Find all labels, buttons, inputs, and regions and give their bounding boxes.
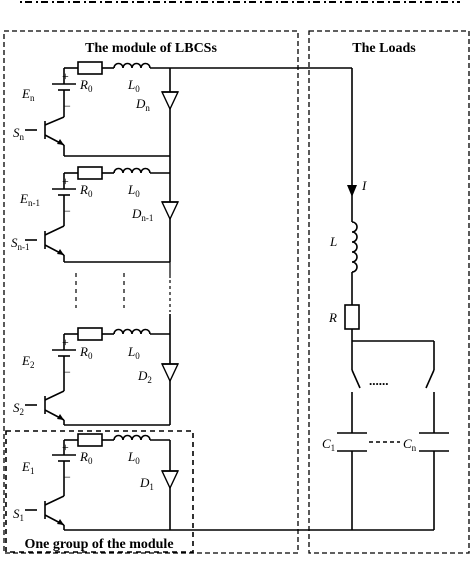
label-d-n-1: Dn-1: [131, 206, 153, 223]
diode-1: [160, 470, 180, 490]
switch-1: [351, 369, 361, 389]
group-n-1: + − En-1 Sn-1 R0 L0 Dn-1: [11, 156, 180, 263]
svg-text:+: +: [62, 440, 69, 454]
label-r0-n-1: R0: [79, 182, 93, 199]
svg-text:−: −: [64, 470, 71, 484]
label-s-2: S2: [13, 400, 24, 417]
module-title: The module of LBCSs: [85, 41, 217, 56]
label-e-1: E1: [21, 459, 34, 476]
switch-n: [425, 369, 435, 389]
svg-text:−: −: [64, 99, 71, 113]
inductor-l0-1: [113, 434, 151, 441]
label-l0-n: L0: [127, 77, 140, 94]
loads-box: [308, 30, 470, 554]
vertical-ellipsis: [75, 262, 171, 334]
svg-text:−: −: [64, 204, 71, 218]
resistor-r0-n: [77, 61, 103, 75]
label-e-n: En: [21, 86, 35, 103]
group-n: + − En Sn R0 L0 Dn: [13, 61, 180, 157]
one-group-box: [5, 430, 194, 553]
label-load-r: R: [328, 310, 337, 325]
module-box: [3, 30, 299, 554]
switch-ellipsis: ......: [369, 373, 389, 388]
one-group-label: One group of the module: [24, 537, 173, 552]
diode-2: [160, 363, 180, 383]
resistor-r0-1: [77, 433, 103, 447]
svg-text:+: +: [62, 335, 69, 349]
inductor-l0-2: [113, 328, 151, 335]
label-current: I: [361, 178, 367, 193]
label-cap-n: Cn: [403, 436, 417, 453]
label-s-n-1: Sn-1: [11, 235, 30, 252]
label-r0-2: R0: [79, 344, 93, 361]
label-load-l: L: [329, 234, 337, 249]
load-resistor: [344, 304, 360, 330]
label-s-1: S1: [13, 506, 24, 523]
loads-title: The Loads: [352, 41, 416, 56]
inductor-l0-n-1: [113, 167, 151, 174]
svg-text:+: +: [62, 69, 69, 83]
svg-text:+: +: [62, 174, 69, 188]
label-l0-1: L0: [127, 449, 140, 466]
label-l0-n-1: L0: [127, 182, 140, 199]
group-2: + − E2 S2 R0 L0 D2: [13, 327, 180, 426]
load-circuit: I L R ...... C1 Cn: [170, 67, 449, 531]
group-1: + − E1 S1 R0 L0 D1: [13, 433, 352, 531]
label-d-1: D1: [139, 475, 154, 492]
current-arrow: [347, 185, 357, 197]
inductor-l0-n: [113, 62, 151, 69]
label-d-n: Dn: [135, 96, 150, 113]
label-s-n: Sn: [13, 125, 25, 142]
label-e-n-1: En-1: [19, 191, 40, 208]
diode-n-1: [160, 201, 180, 221]
diode-n: [160, 91, 180, 111]
svg-text:−: −: [64, 365, 71, 379]
load-inductor: [351, 221, 358, 273]
label-r0-1: R0: [79, 449, 93, 466]
label-cap-1: C1: [322, 436, 335, 453]
label-e-2: E2: [21, 353, 34, 370]
resistor-r0-2: [77, 327, 103, 341]
label-r0-n: R0: [79, 77, 93, 94]
resistor-r0-n-1: [77, 166, 103, 180]
label-l0-2: L0: [127, 344, 140, 361]
label-d-2: D2: [137, 368, 152, 385]
